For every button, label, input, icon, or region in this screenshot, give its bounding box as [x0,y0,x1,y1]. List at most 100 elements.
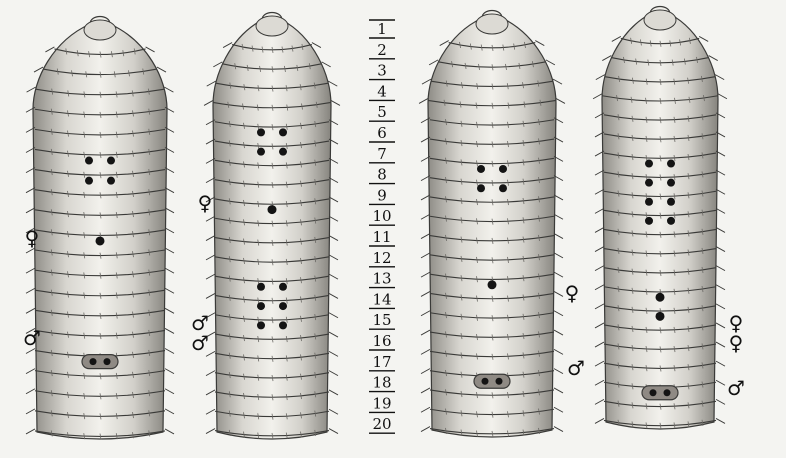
segment-number: 15 [372,311,391,329]
worm-4 [593,7,727,430]
seta [421,369,430,374]
seta [554,311,563,316]
pore-right [667,160,675,168]
seta [716,208,725,213]
seta [27,87,36,92]
seta [595,208,604,213]
segment-number: 3 [377,62,387,80]
seta [554,291,563,296]
segment-number: 4 [377,82,387,100]
pad-pore [496,378,503,385]
seta [421,214,430,219]
seta [593,94,602,99]
median-pore [268,205,277,214]
pore-right [499,184,507,192]
seta [421,407,430,412]
pore-left [477,184,485,192]
median-pore [96,236,105,245]
segment-number: 12 [372,249,391,267]
seta [716,227,725,232]
seta [716,399,725,404]
segment-number: 7 [377,145,387,163]
seta [595,380,604,385]
pore-right [499,165,507,173]
seta [554,253,563,258]
seta [716,418,725,423]
seta [716,304,725,309]
pore-right [279,321,287,329]
seta [206,390,215,395]
median-pore [656,312,665,321]
seta [716,323,725,328]
seta [26,429,35,434]
seta [595,361,604,366]
seta [554,427,563,432]
pore-left [257,302,265,310]
seta [26,268,35,273]
seta [421,253,430,258]
seta [165,369,174,374]
pore-right [667,179,675,187]
female-symbol: ♀ [565,281,580,305]
pore-left [645,160,653,168]
seta [26,389,35,394]
seta [716,342,725,347]
seta [535,41,544,46]
segment-number: 9 [377,186,387,204]
seta [716,380,725,385]
seta [165,409,174,414]
seta [595,247,604,252]
seta [421,311,430,316]
seta [164,87,173,92]
seta [554,214,563,219]
seta [312,43,321,48]
seta [554,369,563,374]
female-symbol: ♀ [729,331,744,355]
seta [421,349,430,354]
segment-number: 13 [372,270,391,288]
pore-right [107,177,115,185]
pore-left [645,179,653,187]
pad-pore [650,389,657,396]
seta [26,308,35,313]
seta [206,409,215,414]
pore-right [279,302,287,310]
seta [718,94,727,99]
seta [595,399,604,404]
worm-1 [26,17,174,440]
seta [26,208,35,213]
seta [595,266,604,271]
seta [554,272,563,277]
median-pore [656,293,665,302]
seta [146,47,155,52]
genital-pad [82,355,118,369]
genital-pad [474,374,510,388]
pore-left [257,128,265,136]
seta [553,79,562,84]
seta [165,228,174,233]
prostomium [256,16,288,36]
seta [165,208,174,213]
seta [329,409,338,414]
female-symbol: ♀ [25,226,40,250]
seta [26,409,35,414]
seta [329,293,338,298]
seta [206,274,215,279]
seta [165,308,174,313]
segment-number: 20 [372,415,391,433]
female-symbol: ♀ [198,191,213,215]
worm-2 [204,13,340,440]
seta [329,332,338,337]
pore-left [645,198,653,206]
seta [595,323,604,328]
segment-number: 19 [372,394,391,412]
seta [612,36,621,41]
segment-number: 1 [377,20,387,38]
pore-right [279,148,287,156]
seta [204,100,213,105]
pore-left [645,217,653,225]
seta [554,388,563,393]
seta [329,313,338,318]
